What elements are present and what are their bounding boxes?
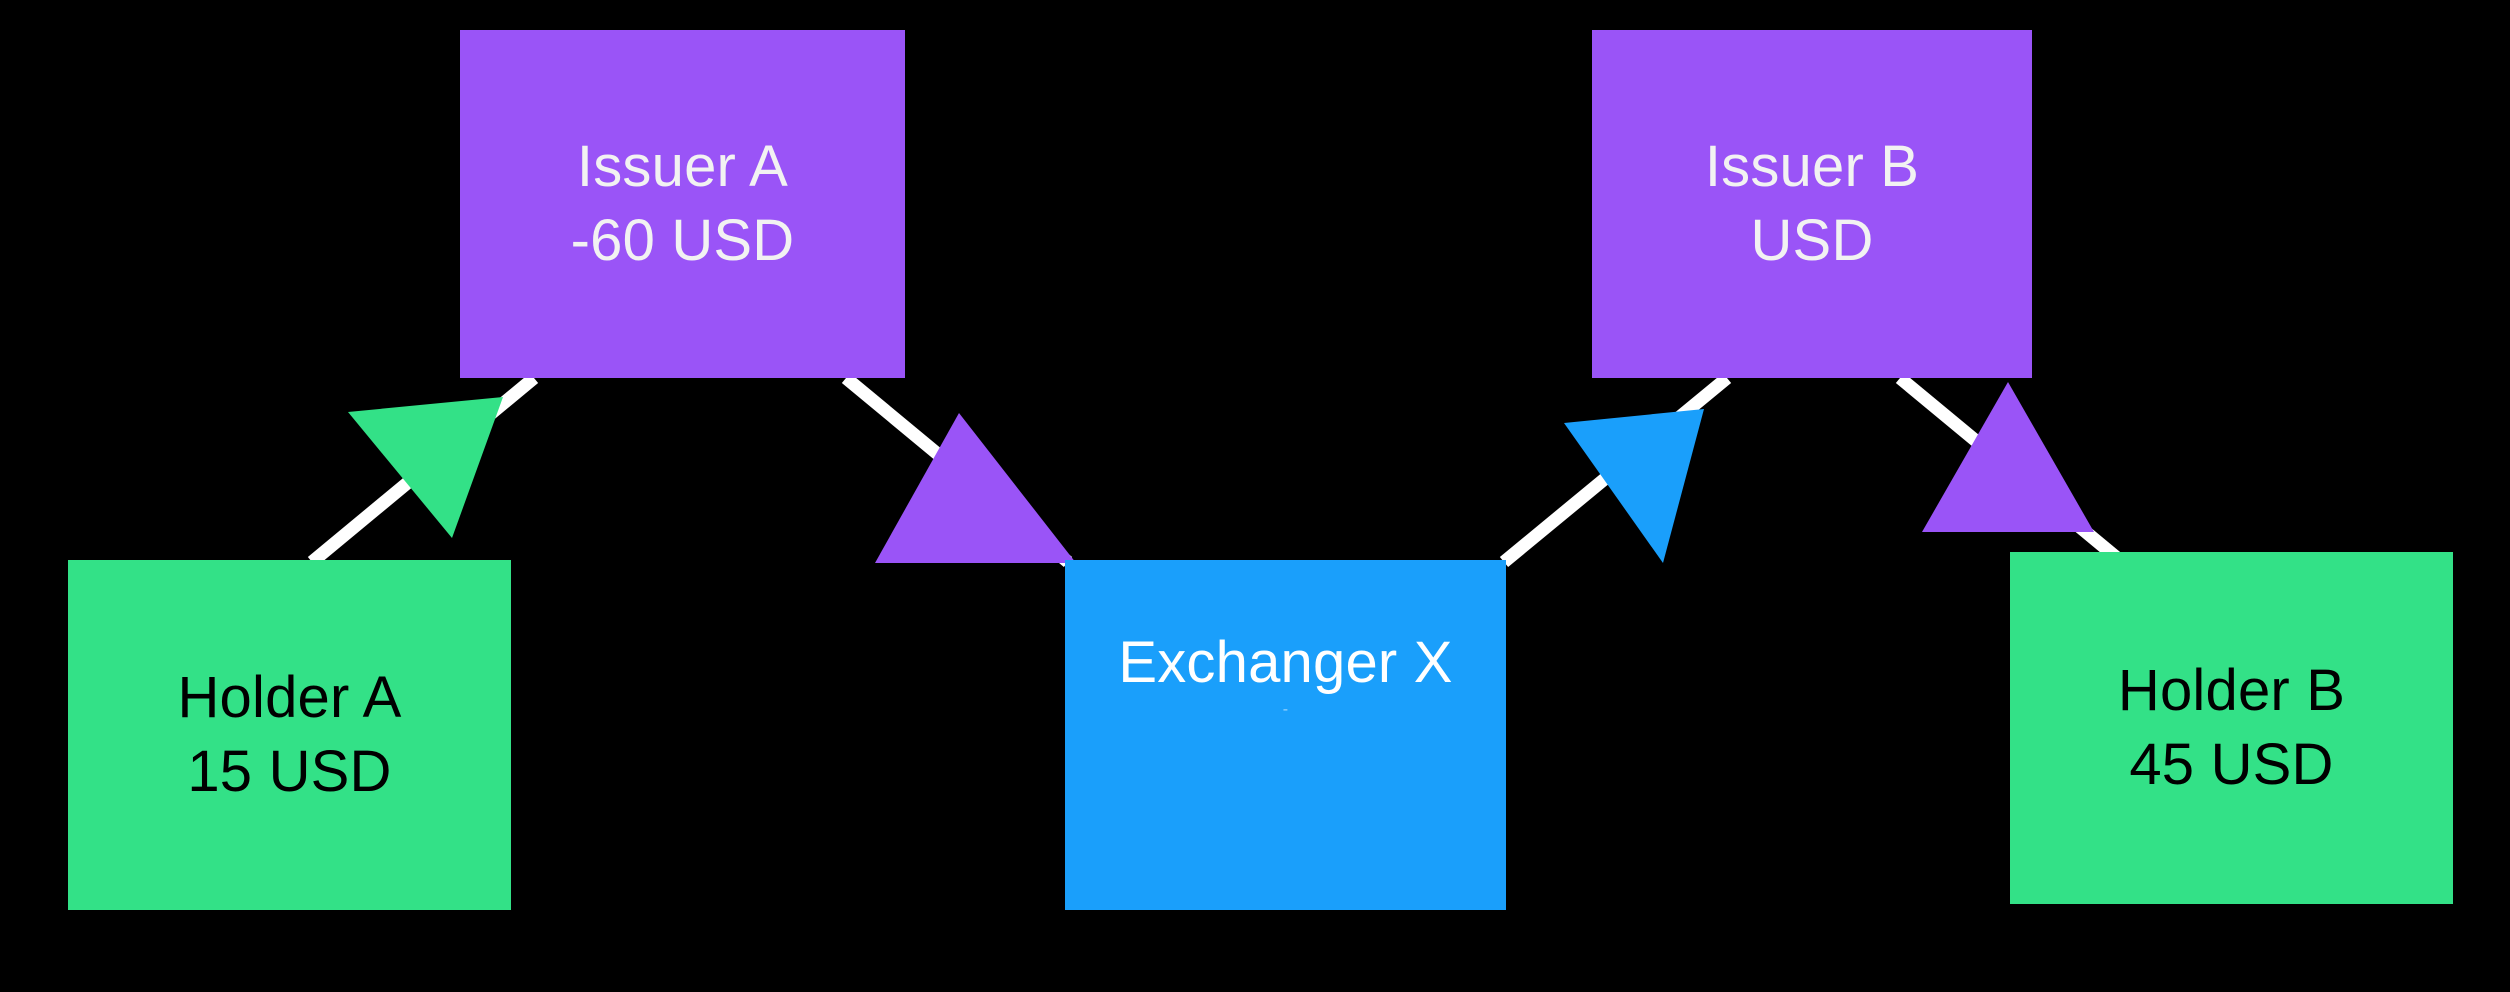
node-holder-a-balance: 15 USD: [187, 739, 392, 804]
edges-group: [307, 372, 2127, 568]
edge-issuer-b-holder-b[interactable]: [1895, 372, 2127, 568]
node-issuer-a[interactable]: Issuer A -60 USD: [460, 30, 905, 378]
edge-exchanger-x-issuer-b[interactable]: [1499, 372, 1732, 568]
node-issuer-a-balance: -60 USD: [570, 208, 795, 273]
node-issuer-b-balance: USD: [1750, 208, 1874, 273]
node-holder-b[interactable]: Holder B 45 USD: [2010, 552, 2453, 904]
edge-issuer-a-exchanger-x[interactable]: [841, 372, 1073, 568]
node-exchanger-x[interactable]: Exchanger X -: [1065, 560, 1506, 910]
edge-holder-a-issuer-a[interactable]: [307, 372, 539, 568]
node-issuer-b[interactable]: Issuer B USD: [1592, 30, 2032, 378]
node-holder-a-name: Holder A: [177, 664, 402, 730]
node-exchanger-x-balance: -: [1282, 701, 1289, 719]
node-issuer-a-name: Issuer A: [576, 133, 789, 199]
node-holder-b-balance: 45 USD: [2129, 732, 2334, 797]
node-holder-a[interactable]: Holder A 15 USD: [68, 560, 511, 910]
node-issuer-b-name: Issuer B: [1704, 133, 1920, 199]
node-exchanger-x-name: Exchanger X: [1118, 630, 1453, 695]
node-holder-b-name: Holder B: [2117, 657, 2346, 723]
